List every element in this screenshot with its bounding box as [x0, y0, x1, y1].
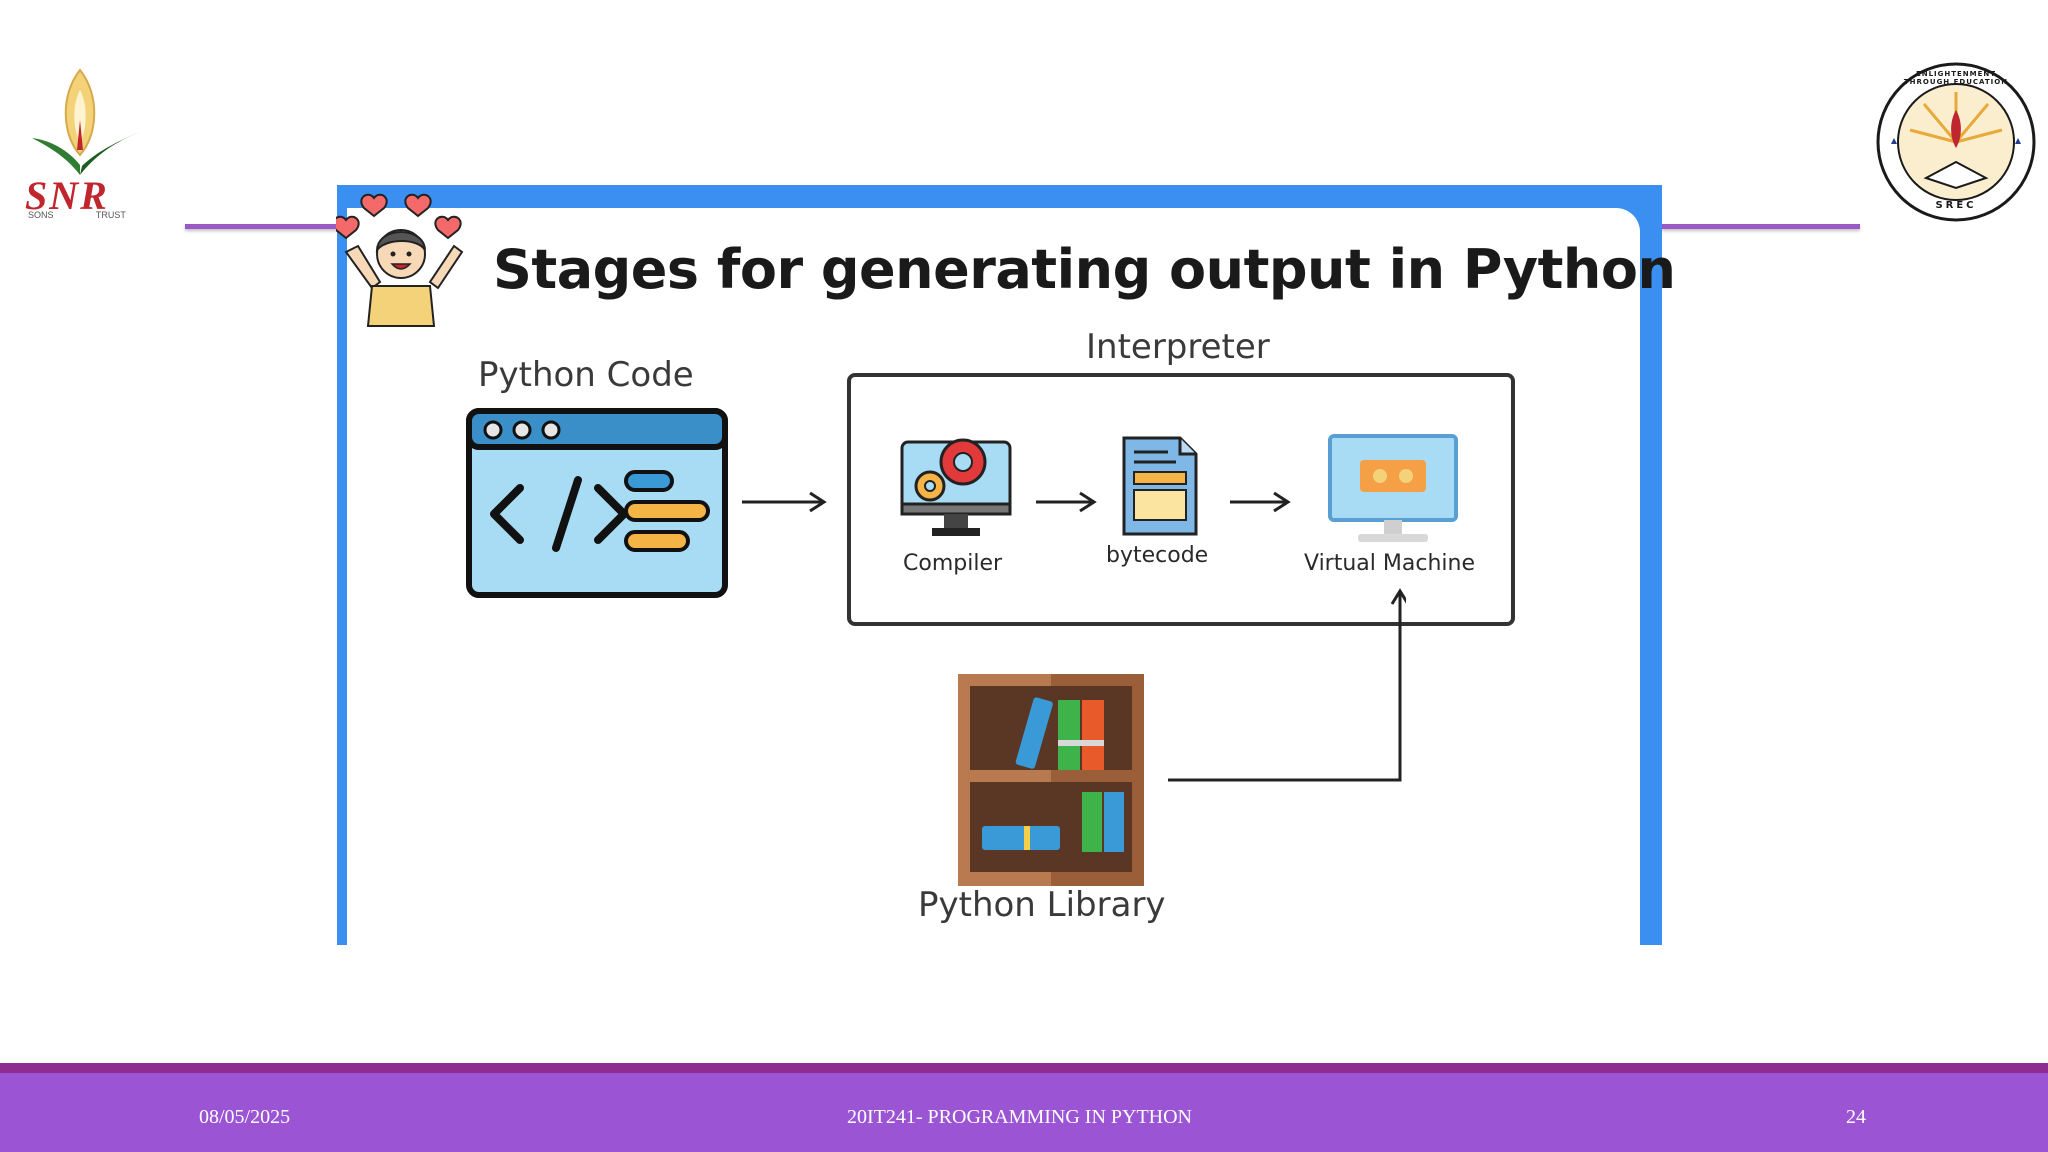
srec-emblem-bottom-text: SREC: [1935, 200, 1977, 211]
compiler-label: Compiler: [903, 551, 1003, 576]
code-window-icon: [466, 408, 728, 598]
arrow-library-to-vm: [1168, 588, 1406, 782]
arrow-code-to-interpreter: [742, 491, 827, 513]
slide-title: Stages for generating output in Python: [493, 238, 1676, 301]
snr-logo: SNR SONS TRUST: [20, 60, 150, 225]
srec-emblem-ring-text: ENLIGHTENMENT THROUGH EDUCATION: [1903, 70, 2009, 86]
snr-logo-subtext: SONS TRUST: [28, 210, 126, 220]
virtual-machine-monitor-icon: [1328, 434, 1458, 548]
bookshelf-icon: [958, 674, 1144, 886]
footer-date: 08/05/2025: [199, 1106, 291, 1128]
header-rule-right: [1662, 224, 1860, 229]
footer-course-title: 20IT241- PROGRAMMING IN PYTHON: [847, 1106, 1192, 1128]
snr-logo-text: SNR: [25, 173, 109, 218]
happy-person-icon: [332, 190, 466, 330]
interpreter-box: [847, 373, 1515, 626]
virtual-machine-label: Virtual Machine: [1304, 551, 1475, 576]
bytecode-label: bytecode: [1106, 543, 1209, 568]
compiler-icon: [898, 426, 1014, 542]
bytecode-file-icon: [1120, 434, 1200, 538]
arrow-bytecode-to-vm: [1230, 491, 1291, 513]
srec-emblem: ENLIGHTENMENT THROUGH EDUCATION SREC: [1874, 60, 2038, 224]
header-rule-left: [185, 224, 340, 229]
srec-emblem-icon: [1876, 62, 2036, 222]
python-library-label: Python Library: [918, 885, 1166, 925]
footer-bar: [0, 1063, 2048, 1152]
interpreter-label: Interpreter: [1086, 327, 1270, 367]
flame-leaf-icon: [32, 68, 140, 175]
arrow-compiler-to-bytecode: [1036, 491, 1097, 513]
footer-page-number: 24: [1846, 1106, 1866, 1128]
python-code-label: Python Code: [478, 355, 694, 395]
